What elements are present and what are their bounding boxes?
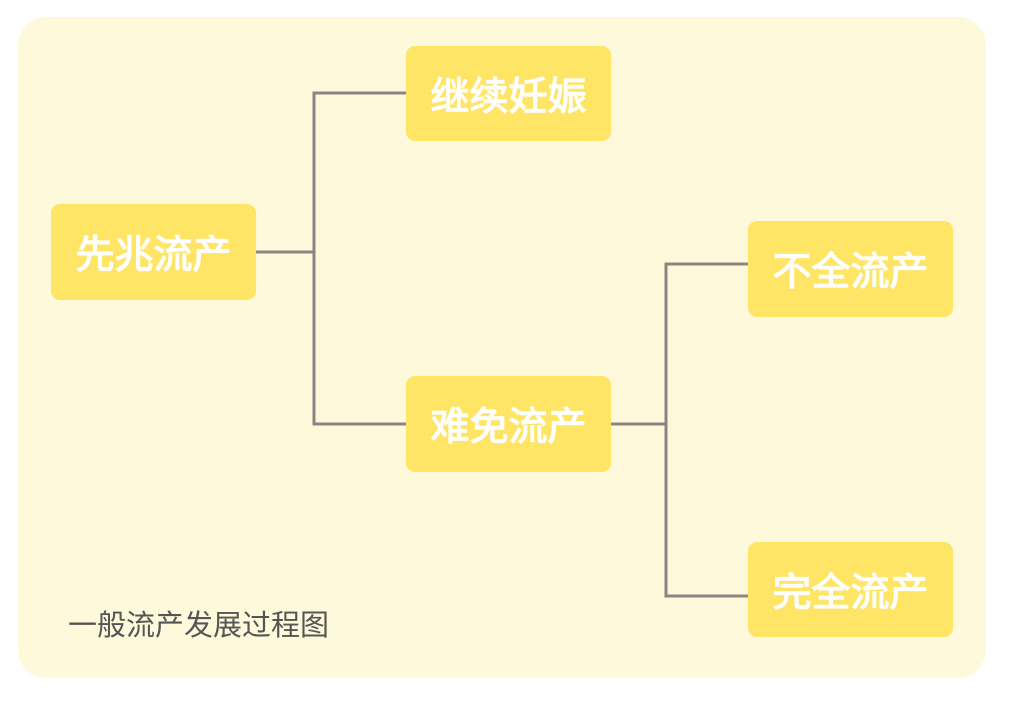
node-inevitable-abortion: 难免流产	[406, 376, 611, 472]
connector-inevitable-to-complete	[664, 424, 748, 598]
node-continue-pregnancy: 继续妊娠	[406, 46, 611, 141]
node-complete-abortion: 完全流产	[748, 542, 953, 637]
diagram-caption: 一般流产发展过程图	[68, 608, 330, 642]
connector-root-to-inevitable	[312, 252, 406, 426]
connector-root-to-continue	[256, 91, 406, 254]
node-threatened-abortion: 先兆流产	[51, 204, 256, 300]
connector-inevitable-to-incomplete	[611, 262, 748, 426]
node-incomplete-abortion: 不全流产	[748, 221, 953, 317]
